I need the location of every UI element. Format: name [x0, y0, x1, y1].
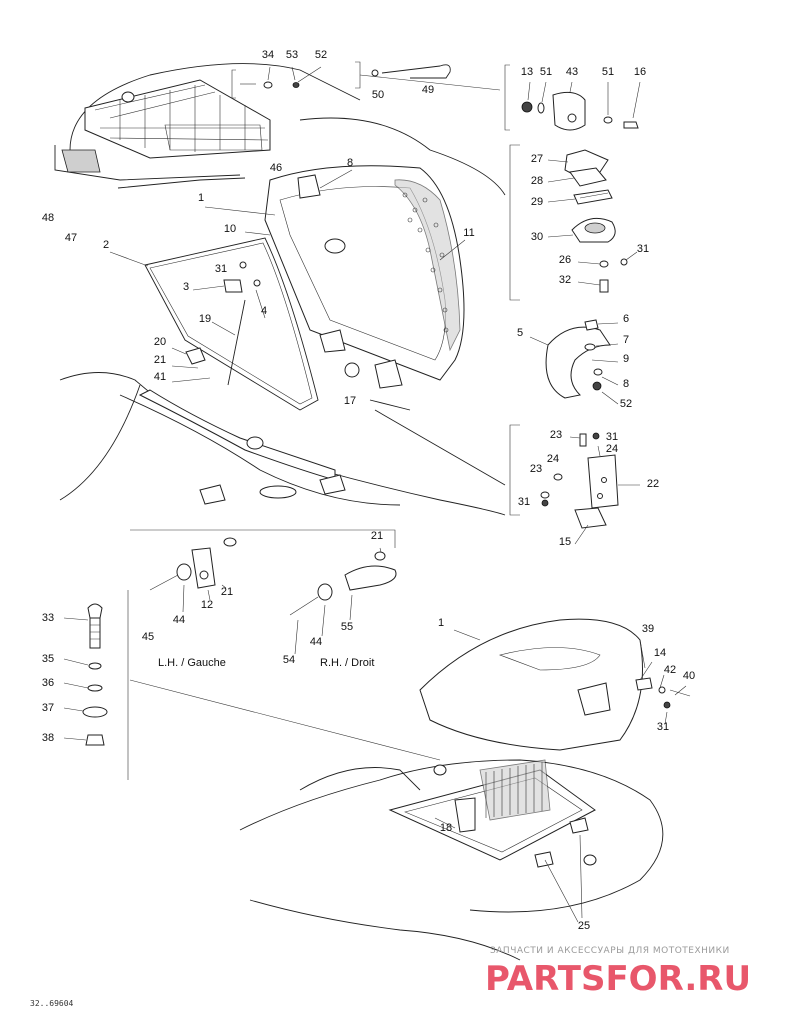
callout-c49: 49: [422, 84, 434, 96]
callout-c1b: 1: [438, 617, 444, 629]
latch-assembly: [509, 144, 638, 301]
callout-c7: 7: [623, 334, 629, 346]
callout-c47: 47: [65, 232, 77, 244]
callout-c41: 41: [154, 371, 166, 383]
callout-c1a: 1: [198, 192, 204, 204]
callout-c31d: 31: [518, 496, 530, 508]
callout-c37: 37: [42, 702, 54, 714]
callout-c15: 15: [559, 536, 571, 548]
callout-c55: 55: [341, 621, 353, 633]
callout-c33: 33: [42, 612, 54, 624]
callout-c23a: 23: [550, 429, 562, 441]
callout-c3: 3: [183, 281, 189, 293]
callout-c14: 14: [654, 647, 666, 659]
watermark-tagline: ЗАПЧАСТИ И АКСЕССУАРЫ ДЛЯ МОТОТЕХНИКИ: [490, 946, 730, 956]
callout-c21b: 21: [371, 530, 383, 542]
callout-c31b: 31: [215, 263, 227, 275]
callout-c22: 22: [647, 478, 659, 490]
hull-section-upper: [59, 362, 506, 516]
callout-c43: 43: [566, 66, 578, 78]
callout-c32: 32: [559, 274, 571, 286]
callout-c24a: 24: [606, 443, 618, 455]
callout-c44a: 44: [173, 614, 185, 626]
callout-c16: 16: [634, 66, 646, 78]
callout-c46: 46: [270, 162, 282, 174]
callout-c51a: 51: [540, 66, 552, 78]
callout-c4: 4: [261, 305, 267, 317]
bolt-stack: [63, 603, 108, 746]
callout-c42: 42: [664, 664, 676, 676]
hinge-assembly: [504, 64, 641, 131]
callout-c21a: 21: [154, 354, 166, 366]
callout-c6: 6: [623, 313, 629, 325]
callout-c40: 40: [683, 670, 695, 682]
callout-c10: 10: [224, 223, 236, 235]
storage-lid: [204, 165, 466, 389]
callout-c13: 13: [521, 66, 533, 78]
bracket-assembly: [509, 424, 640, 545]
callout-c45: 45: [142, 631, 154, 643]
callout-c20: 20: [154, 336, 166, 348]
callout-c39: 39: [642, 623, 654, 635]
callout-c26: 26: [559, 254, 571, 266]
callout-c12: 12: [201, 599, 213, 611]
callout-c17: 17: [344, 395, 356, 407]
callout-c27: 27: [531, 153, 543, 165]
callout-c19: 19: [199, 313, 211, 325]
callout-c48: 48: [42, 212, 54, 224]
callout-c25: 25: [578, 920, 590, 932]
callout-c2: 2: [103, 239, 109, 251]
callout-c29: 29: [531, 196, 543, 208]
callout-c51b: 51: [602, 66, 614, 78]
callout-c36: 36: [42, 677, 54, 689]
callout-c21c: 21: [221, 586, 233, 598]
left-hand-label: L.H. / Gauche: [158, 657, 226, 669]
left-mount-group: [149, 537, 237, 613]
callout-c8a: 8: [347, 157, 353, 169]
callout-c28: 28: [531, 175, 543, 187]
callout-c34: 34: [262, 49, 274, 61]
right-hand-label: R.H. / Droit: [320, 657, 374, 669]
callout-c24b: 24: [547, 453, 559, 465]
callout-c11: 11: [463, 227, 474, 239]
callout-c50: 50: [372, 89, 384, 101]
top-fasteners: [231, 61, 501, 99]
callout-c53: 53: [286, 49, 298, 61]
callout-c38: 38: [42, 732, 54, 744]
callout-c23b: 23: [530, 463, 542, 475]
callout-c52a: 52: [315, 49, 327, 61]
callout-c54: 54: [283, 654, 295, 666]
callout-c18: 18: [440, 822, 452, 834]
figure-code: 32..69604: [30, 999, 74, 1008]
hull-section-lower: [239, 618, 691, 961]
callout-c31c: 31: [606, 431, 618, 443]
callout-c52b: 52: [620, 398, 632, 410]
callout-c31e: 31: [657, 721, 669, 733]
right-mount-group: [289, 547, 397, 655]
callout-c31a: 31: [637, 243, 649, 255]
callout-c5: 5: [517, 327, 523, 339]
callout-c9: 9: [623, 353, 629, 365]
callout-c8b: 8: [623, 378, 629, 390]
storage-tray-assembly: [54, 63, 506, 196]
callout-c30: 30: [531, 231, 543, 243]
watermark-logo: PARTSFOR.RU: [485, 959, 751, 999]
section-dividers: [127, 529, 441, 780]
handle-assembly: [529, 319, 619, 405]
lid-seal: [109, 237, 319, 411]
callout-c35: 35: [42, 653, 54, 665]
callout-c44b: 44: [310, 636, 322, 648]
